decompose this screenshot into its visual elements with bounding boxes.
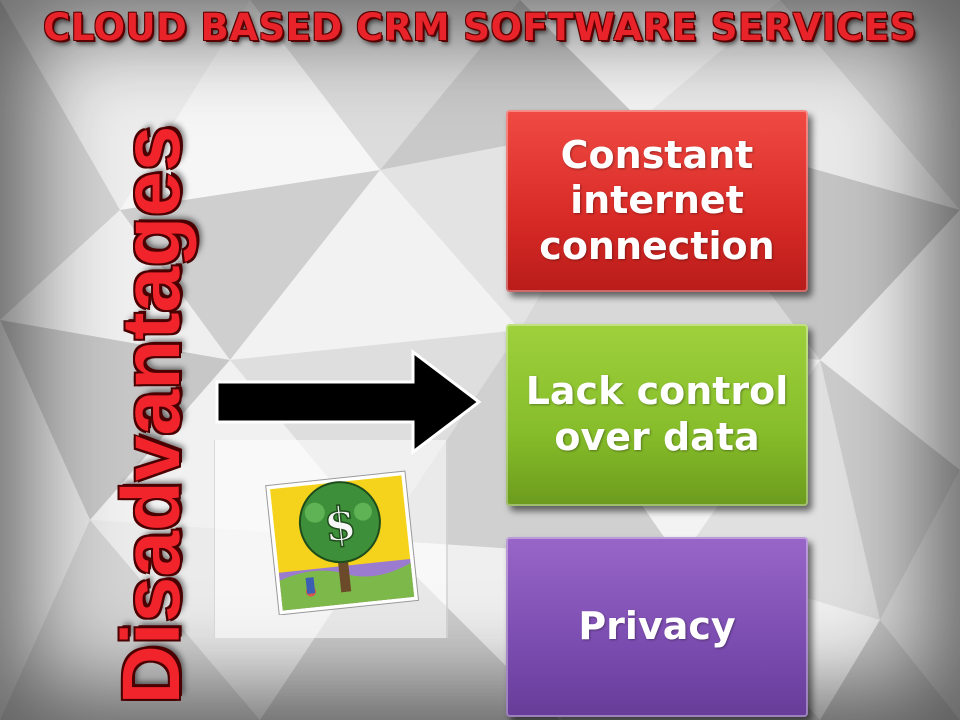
arrow-right-icon (215, 348, 482, 456)
disadvantage-box-internet: Constant internet connection (506, 110, 808, 292)
slide-title: CLOUD BASED CRM SOFTWARE SERVICES (43, 6, 917, 49)
money-tree-icon: $ (265, 470, 420, 615)
disadvantage-box-internet-label: Constant internet connection (539, 132, 775, 268)
disadvantage-box-privacy-label: Privacy (578, 604, 736, 649)
svg-text:$: $ (321, 496, 358, 553)
disadvantage-box-privacy: Privacy (506, 537, 808, 717)
disadvantages-heading: Disadvantages (106, 125, 197, 705)
disadvantage-box-data-control-label: Lack control over data (525, 369, 789, 459)
disadvantage-box-data-control: Lack control over data (506, 324, 808, 506)
